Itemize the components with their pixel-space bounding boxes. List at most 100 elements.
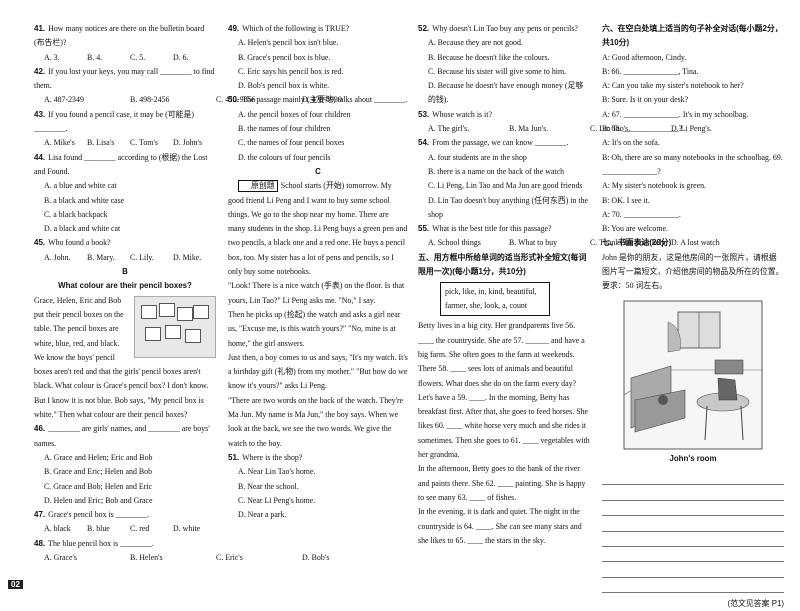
- options-row: A. The girl's.B. Ma Jun's.C. Lin Tao's.D…: [418, 122, 712, 136]
- question-number: 49.: [228, 24, 240, 33]
- question-text: What is the best title for this passage?: [432, 224, 552, 234]
- column-4: 六、在空白处填上适当的句子补全对话(每小题2分，共10分)A: Good aft…: [602, 22, 784, 611]
- option: B. Grace's pencil box is blue.: [238, 52, 331, 62]
- question: 43.If you found a pencil case, it may be…: [34, 108, 216, 137]
- question-text: Where is the shop?: [242, 452, 303, 462]
- question-number: 45.: [34, 238, 46, 248]
- paragraph: B: Sure. Is it on your desk?: [602, 95, 689, 105]
- question: 44.Lisa found ________ according to (根据)…: [34, 151, 216, 180]
- option: D. Lin Tao doesn't buy anything (任何东西) i…: [428, 195, 589, 219]
- options-row: A. 3. B. 4. C. 5. D. 6.: [34, 51, 216, 65]
- option: D. John's: [173, 138, 203, 148]
- option: A. the pencil boxes of four children: [238, 109, 351, 119]
- option: D. Helen and Eric; Bob and Grace: [44, 495, 153, 505]
- question-number: 50.: [228, 95, 240, 105]
- page-footer: 02: [8, 580, 23, 589]
- question-text: The blue pencil box is ________.: [48, 538, 154, 548]
- source-tag: 原创题: [238, 180, 278, 193]
- option: A. Mike's: [44, 138, 75, 148]
- option: C. 412-9856: [216, 95, 256, 105]
- question: 49.Which of the following is TRUE?: [228, 22, 408, 36]
- option: D. 476-5939: [302, 95, 342, 105]
- section-heading: C: [315, 166, 321, 176]
- question-text: If you found a pencil case, it may be (可…: [34, 109, 195, 134]
- paragraph: A: Good afternoon, Cindy.: [602, 52, 687, 62]
- option: B. a black and white case: [44, 195, 125, 205]
- paragraph: "Look! There is a nice watch (手表) on the…: [228, 281, 405, 305]
- question: 50.The passage mainly (主要地) talks about …: [228, 93, 408, 107]
- option: A. Near Lin Tao's home.: [238, 467, 316, 477]
- option: C. Eric says his pencil box is red.: [238, 66, 344, 76]
- option: D. Bob's: [302, 552, 330, 562]
- option: A. black: [44, 524, 71, 534]
- page-number: 02: [8, 580, 23, 589]
- paragraph: B: 68. ______________?: [602, 124, 683, 134]
- question-text: Lisa found ________ according to (根据) th…: [34, 152, 208, 176]
- question: 52.Why doesn't Lin Tao buy any pens or p…: [418, 22, 590, 36]
- question-number: 42.: [34, 66, 46, 76]
- question: 45.Who found a book?: [34, 236, 216, 250]
- option: C. Thanks for your help: [590, 238, 666, 248]
- option: C. 5.: [130, 52, 146, 62]
- question-number: 44.: [34, 152, 46, 162]
- option: C. Eric's: [216, 552, 243, 562]
- paragraph: Betty lives in a big city. Her grandpare…: [418, 321, 590, 460]
- question: 51.Where is the shop?: [228, 451, 408, 465]
- option: B. Mary.: [87, 252, 115, 262]
- option: D. Bob's pencil box is white.: [238, 81, 330, 91]
- question-number: 51.: [228, 452, 240, 462]
- question-text: Whose watch is it?: [432, 109, 492, 119]
- option: D. A lost watch: [671, 238, 720, 248]
- question-text: If you lost your keys, you may call ____…: [34, 66, 215, 91]
- option: A. The girl's.: [428, 124, 470, 134]
- options-row: A. John.B. Mary.C. Lily.D. Mike.: [34, 251, 216, 265]
- option: A. four students are in the shop: [428, 152, 527, 162]
- option: B. Grace and Eric; Helen and Bob: [44, 467, 153, 477]
- option: A. School things: [428, 238, 481, 248]
- question-number: 53.: [418, 109, 430, 119]
- pencil-boxes-photo: [134, 295, 216, 358]
- writing-lines: [602, 470, 784, 594]
- option: C. Grace and Bob; Helen and Eric: [44, 481, 153, 491]
- question-number: 48.: [34, 538, 46, 548]
- question: 55.What is the best title for this passa…: [418, 222, 590, 236]
- passage-text: School starts (开始) tomorrow. My good fri…: [228, 181, 408, 277]
- paragraph: Then he picks up (捡起) the watch and asks…: [228, 309, 401, 348]
- option: C. red: [130, 524, 150, 534]
- option: A. 3.: [44, 52, 60, 62]
- passage: Grace, Helen, Eric and Bob put their pen…: [34, 294, 216, 423]
- room-caption: John's room: [669, 453, 717, 463]
- question-number: 47.: [34, 510, 46, 520]
- option: C. Near Li Peng's home.: [238, 495, 316, 505]
- section-title: 五、用方框中所给单词的适当形式补全短文(每词限用一次)(每小题1分，共10分): [418, 252, 587, 277]
- option: B. Lisa's: [87, 138, 115, 148]
- question-text: Which of the following is TRUE?: [242, 24, 350, 33]
- option: B. the names of four children: [238, 124, 331, 134]
- question: 47.Grace's pencil box is ________.: [34, 508, 216, 522]
- option: A. Because they are not good.: [428, 38, 523, 48]
- question: 42.If you lost your keys, you may call _…: [34, 65, 216, 94]
- question-text: Why doesn't Lin Tao buy any pens or penc…: [432, 24, 578, 33]
- section-heading: B: [122, 267, 128, 277]
- paragraph: A: It's on the sofa.: [602, 138, 660, 148]
- option: A. Grace and Helen; Eric and Bob: [44, 452, 153, 462]
- option: D. Mike.: [173, 252, 202, 262]
- question: 54.From the passage, we can know _______…: [418, 136, 590, 150]
- option: A. a blue and white cat: [44, 181, 117, 191]
- option: C. Because his sister will give some to …: [428, 66, 567, 76]
- option: D. the colours of four pencils: [238, 152, 331, 162]
- question: 48.The blue pencil box is ________.: [34, 537, 216, 551]
- option: B. 4.: [87, 52, 103, 62]
- option: C. a black backpack: [44, 209, 108, 219]
- answer-note: (范文见答案 P1): [727, 599, 784, 609]
- option: C. Lin Tao's.: [590, 124, 631, 134]
- option: C. Lily.: [130, 252, 154, 262]
- option: B. blue: [87, 524, 110, 534]
- option: C. Li Peng, Lin Tao and Ma Jun are good …: [428, 181, 583, 191]
- paragraph: In the afternoon, Betty goes to the bank…: [418, 464, 586, 502]
- question-text: How many notices are there on the bullet…: [34, 24, 205, 48]
- option: D. 6.: [173, 52, 189, 62]
